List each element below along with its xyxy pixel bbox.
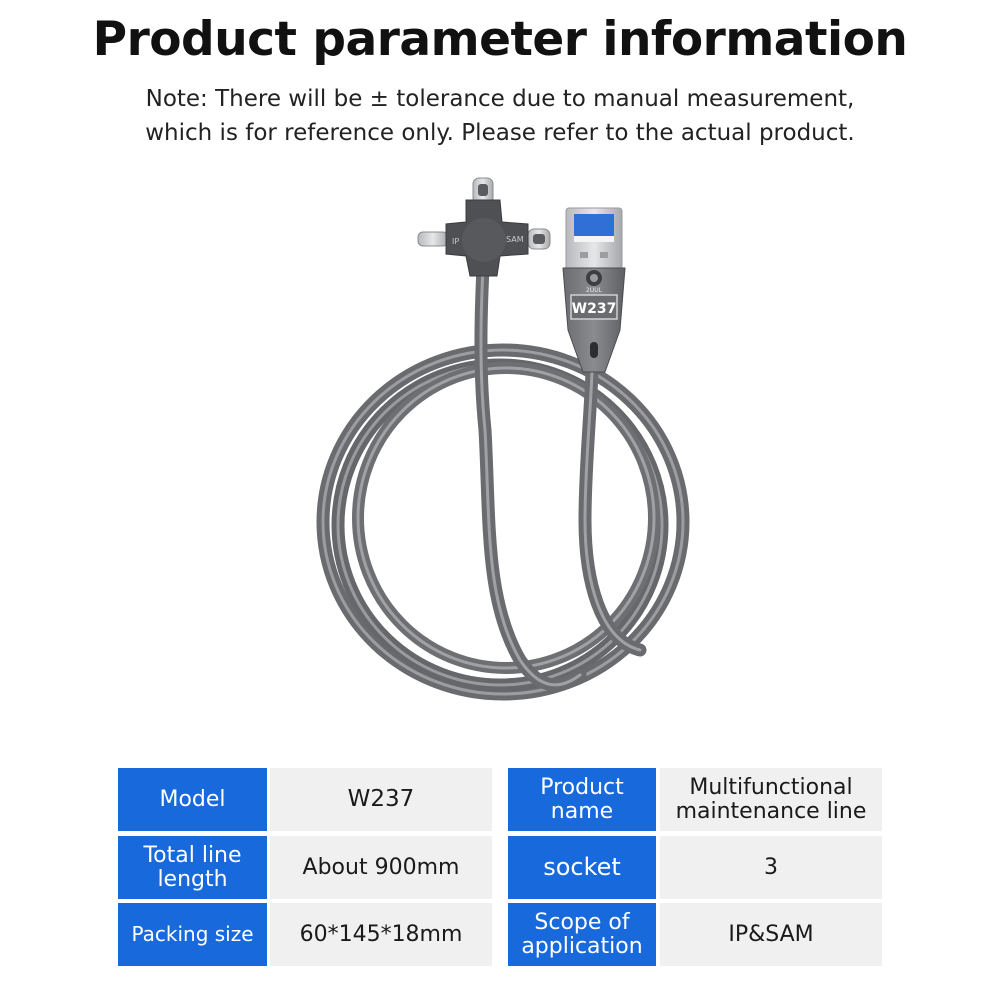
scope-label-line1: Scope of [534, 910, 630, 936]
product-image: IP SAM 2UUL W237 [316, 177, 690, 701]
product-name-value-line1: Multifunctional [689, 775, 853, 801]
socket-label: socket [508, 836, 656, 899]
total-line-length-label-line2: length [157, 866, 228, 892]
packing-size-value: 60*145*18mm [270, 903, 492, 966]
packing-size-value-text: 60*145*18mm [299, 921, 463, 947]
plug-model: W237 [572, 301, 617, 317]
model-value-text: W237 [347, 786, 415, 813]
plug-brand: 2UUL [586, 287, 603, 294]
product-name-value: Multifunctional maintenance line [660, 768, 882, 831]
total-line-length-value: About 900mm [270, 836, 492, 899]
connector-label-left: IP [452, 237, 459, 246]
product-name-label: Product name [508, 768, 656, 831]
scope-value: IP&SAM [660, 903, 882, 966]
socket-label-text: socket [543, 852, 621, 881]
page-title: Product parameter information [92, 12, 908, 67]
model-value: W237 [270, 768, 492, 831]
packing-size-label-text: Packing size [131, 922, 254, 946]
packing-size-label: Packing size [118, 903, 267, 966]
total-line-length-label: Total line length [118, 836, 267, 899]
model-label: Model [118, 768, 267, 831]
scope-label: Scope of application [508, 903, 656, 966]
product-name-label-line1: Product [540, 775, 624, 801]
note-line-1: Note: There will be ± tolerance due to m… [145, 86, 855, 112]
cable-lead-left [474, 261, 587, 692]
scope-label-line2: application [521, 933, 643, 959]
product-name-value-line2: maintenance line [675, 798, 867, 824]
model-label-text: Model [159, 786, 226, 812]
note-line-2: which is for reference only. Please refe… [145, 120, 855, 146]
socket-value: 3 [660, 836, 882, 899]
usb-a-plug: 2UUL W237 [562, 207, 626, 373]
total-line-length-value-text: About 900mm [302, 854, 460, 880]
scope-value-text: IP&SAM [728, 921, 814, 947]
socket-value-text: 3 [764, 854, 778, 880]
connector-label-right: SAM [506, 235, 524, 244]
total-line-length-label-line1: Total line [143, 843, 242, 869]
cable-coil [316, 343, 690, 701]
product-name-label-line2: name [550, 798, 614, 824]
three-in-one-connector: IP SAM [417, 177, 551, 277]
